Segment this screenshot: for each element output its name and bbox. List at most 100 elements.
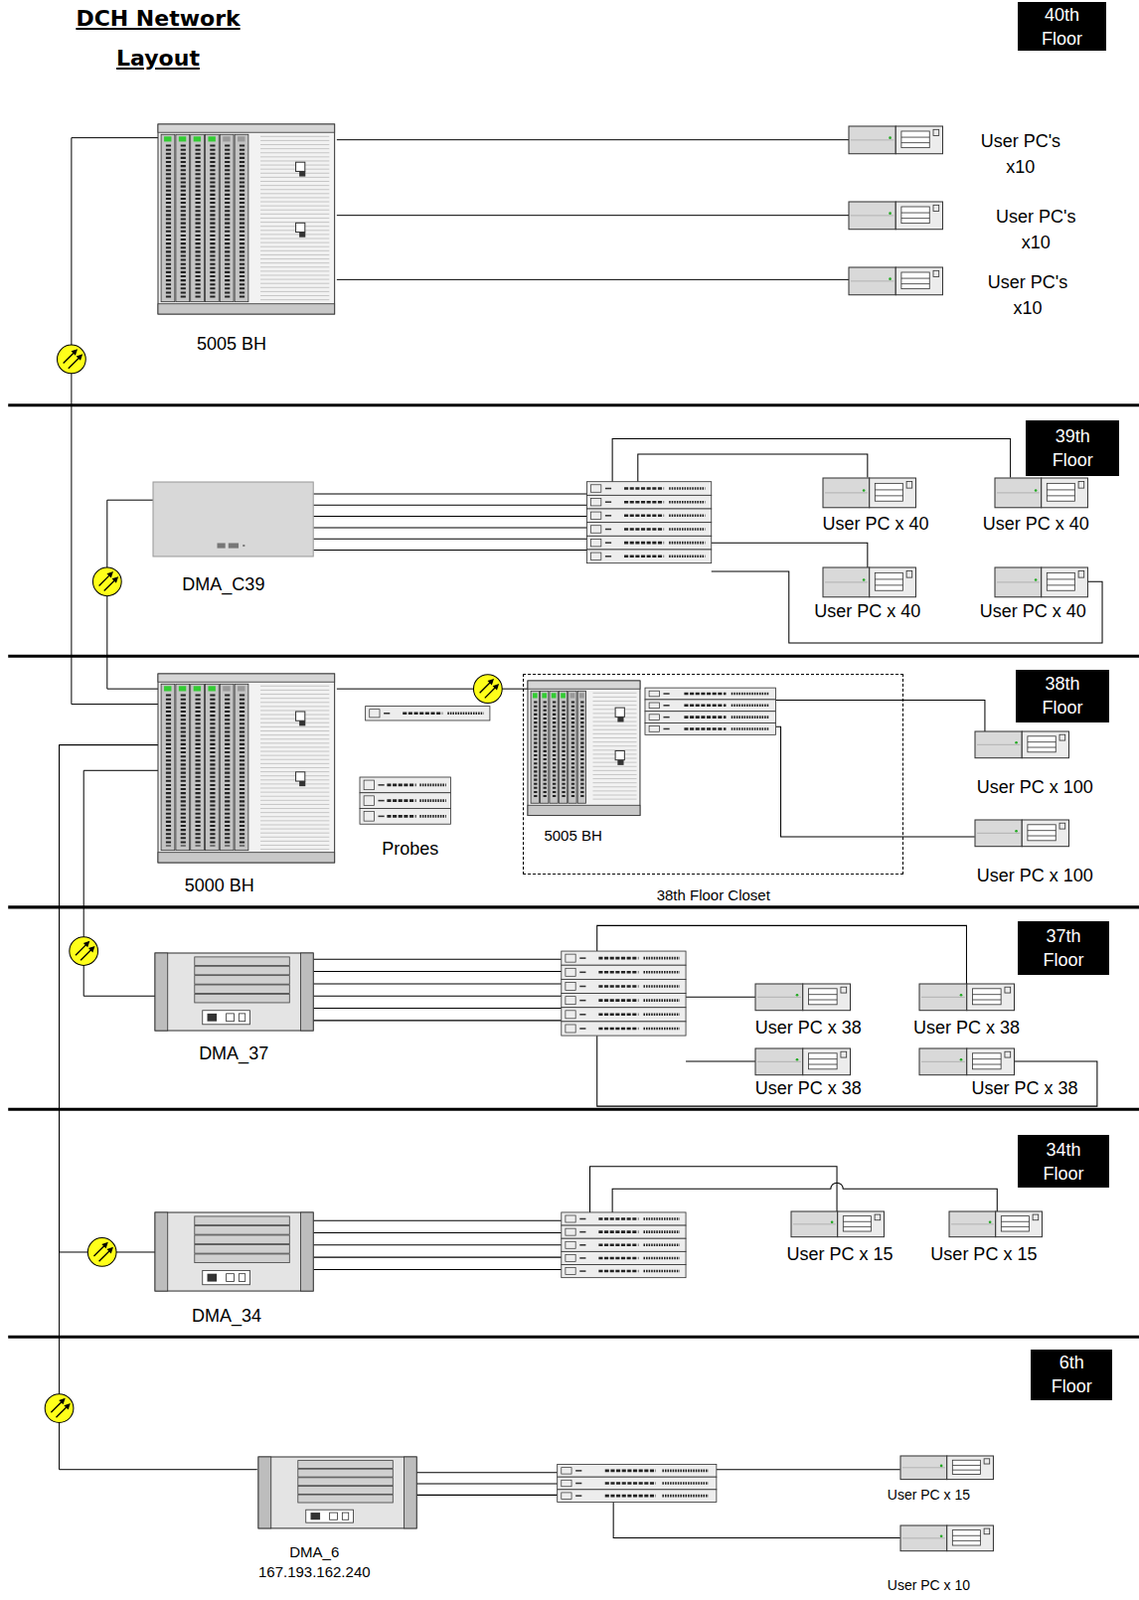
network-wire — [685, 1060, 756, 1062]
pc-icon — [902, 1538, 946, 1540]
probes-icon — [387, 815, 417, 819]
floor-label: 38th Floor — [1015, 669, 1110, 723]
pc-icon — [1027, 834, 1056, 836]
pc-icon — [896, 126, 944, 155]
switch-stack — [575, 1469, 582, 1472]
switch-stack — [557, 1489, 717, 1503]
floor-divider — [7, 654, 1139, 658]
dma-icon — [194, 976, 291, 985]
dma-icon — [258, 1457, 417, 1529]
chassis-icon — [260, 730, 329, 732]
chassis-icon — [237, 137, 245, 143]
pc-icon — [901, 131, 930, 149]
chassis-icon — [260, 804, 329, 806]
pc-icon — [803, 1048, 851, 1076]
chassis-icon — [260, 812, 329, 814]
pc-icon — [848, 126, 896, 155]
dma-icon — [155, 1212, 314, 1292]
probes-icon — [359, 809, 451, 825]
device-label: User PC x 40 — [813, 601, 921, 624]
chassis-icon — [552, 701, 556, 801]
pc-icon — [995, 1211, 1043, 1238]
pc-icon — [822, 567, 916, 598]
user-pc-group: User PC's x10 — [848, 201, 1094, 258]
pc-icon — [874, 494, 903, 496]
pc-icon — [757, 996, 802, 998]
chassis-icon — [593, 766, 638, 768]
dma-icon — [155, 953, 314, 1031]
chassis-icon — [161, 135, 175, 303]
chassis-icon — [190, 683, 205, 850]
pc-icon — [973, 1063, 1002, 1065]
chassis-icon — [559, 691, 568, 805]
device-label: User PC x 15 — [887, 1486, 971, 1504]
pc-icon — [949, 1211, 1042, 1238]
pc-icon — [824, 491, 868, 493]
pc-icon — [848, 126, 943, 155]
device-label: 38th Floor Closet — [656, 886, 771, 905]
probes-icon — [420, 800, 448, 804]
switch-stack — [661, 1481, 708, 1485]
fiber-link — [59, 745, 160, 1253]
probes-icon — [420, 815, 448, 819]
pc-icon — [975, 731, 1022, 759]
network-wire — [313, 982, 562, 984]
pc-icon — [994, 567, 1042, 598]
switch-stack — [561, 1467, 572, 1474]
chassis-icon — [260, 172, 329, 174]
dma-icon — [194, 966, 291, 976]
chassis-icon — [527, 806, 641, 816]
floor-number: 39th Floor — [1043, 424, 1102, 473]
chassis-icon — [593, 774, 638, 776]
switch-stack — [668, 541, 705, 545]
chassis-icon — [527, 680, 641, 816]
chassis-icon — [163, 137, 171, 143]
pc-icon — [901, 142, 930, 144]
pc-icon — [1034, 578, 1038, 582]
network-wire — [313, 1019, 562, 1021]
pc-icon — [1041, 567, 1089, 598]
dma-icon — [306, 1510, 354, 1524]
dma-icon — [194, 957, 291, 967]
chassis-icon — [593, 709, 638, 711]
user-pc-group: User PC's x10 — [848, 267, 1094, 324]
chassis-icon — [260, 738, 329, 740]
chassis-icon — [208, 685, 216, 691]
chassis-icon — [158, 673, 335, 863]
dma-icon — [298, 1486, 394, 1495]
switch-stack — [561, 1251, 686, 1265]
chassis-icon — [296, 223, 306, 233]
pc-icon — [975, 819, 1022, 847]
switch-stack — [605, 488, 612, 490]
switch-stack — [561, 993, 686, 1008]
pc-icon — [1078, 571, 1085, 579]
chassis-icon — [260, 144, 329, 146]
pc-icon — [889, 137, 893, 141]
switch-stack — [565, 968, 576, 977]
switch-stack — [586, 494, 711, 509]
chassis-icon — [593, 717, 638, 719]
pc-icon — [850, 280, 894, 282]
network-wire — [775, 726, 975, 837]
switch-stack — [668, 500, 705, 504]
chassis-icon — [260, 693, 329, 695]
device-label: User PC x 40 — [822, 513, 930, 536]
network-wire — [313, 1269, 562, 1271]
chassis-icon — [260, 823, 329, 825]
switch-stack — [579, 1027, 586, 1030]
switch-stack — [579, 1231, 586, 1234]
chassis-icon — [260, 148, 329, 150]
switch-stack — [561, 1265, 686, 1279]
chassis-icon — [296, 162, 306, 171]
switch-stack — [565, 1254, 576, 1262]
chassis-icon — [260, 831, 329, 833]
switch-stack — [598, 1230, 639, 1234]
chassis-icon — [570, 693, 576, 699]
chassis-icon — [158, 851, 335, 862]
pc-icon — [900, 1525, 948, 1552]
pc-icon — [848, 201, 943, 230]
pc-icon — [1027, 736, 1056, 753]
switch-stack — [586, 508, 711, 523]
pc-icon — [1004, 1051, 1011, 1058]
switch-stack — [565, 996, 576, 1005]
